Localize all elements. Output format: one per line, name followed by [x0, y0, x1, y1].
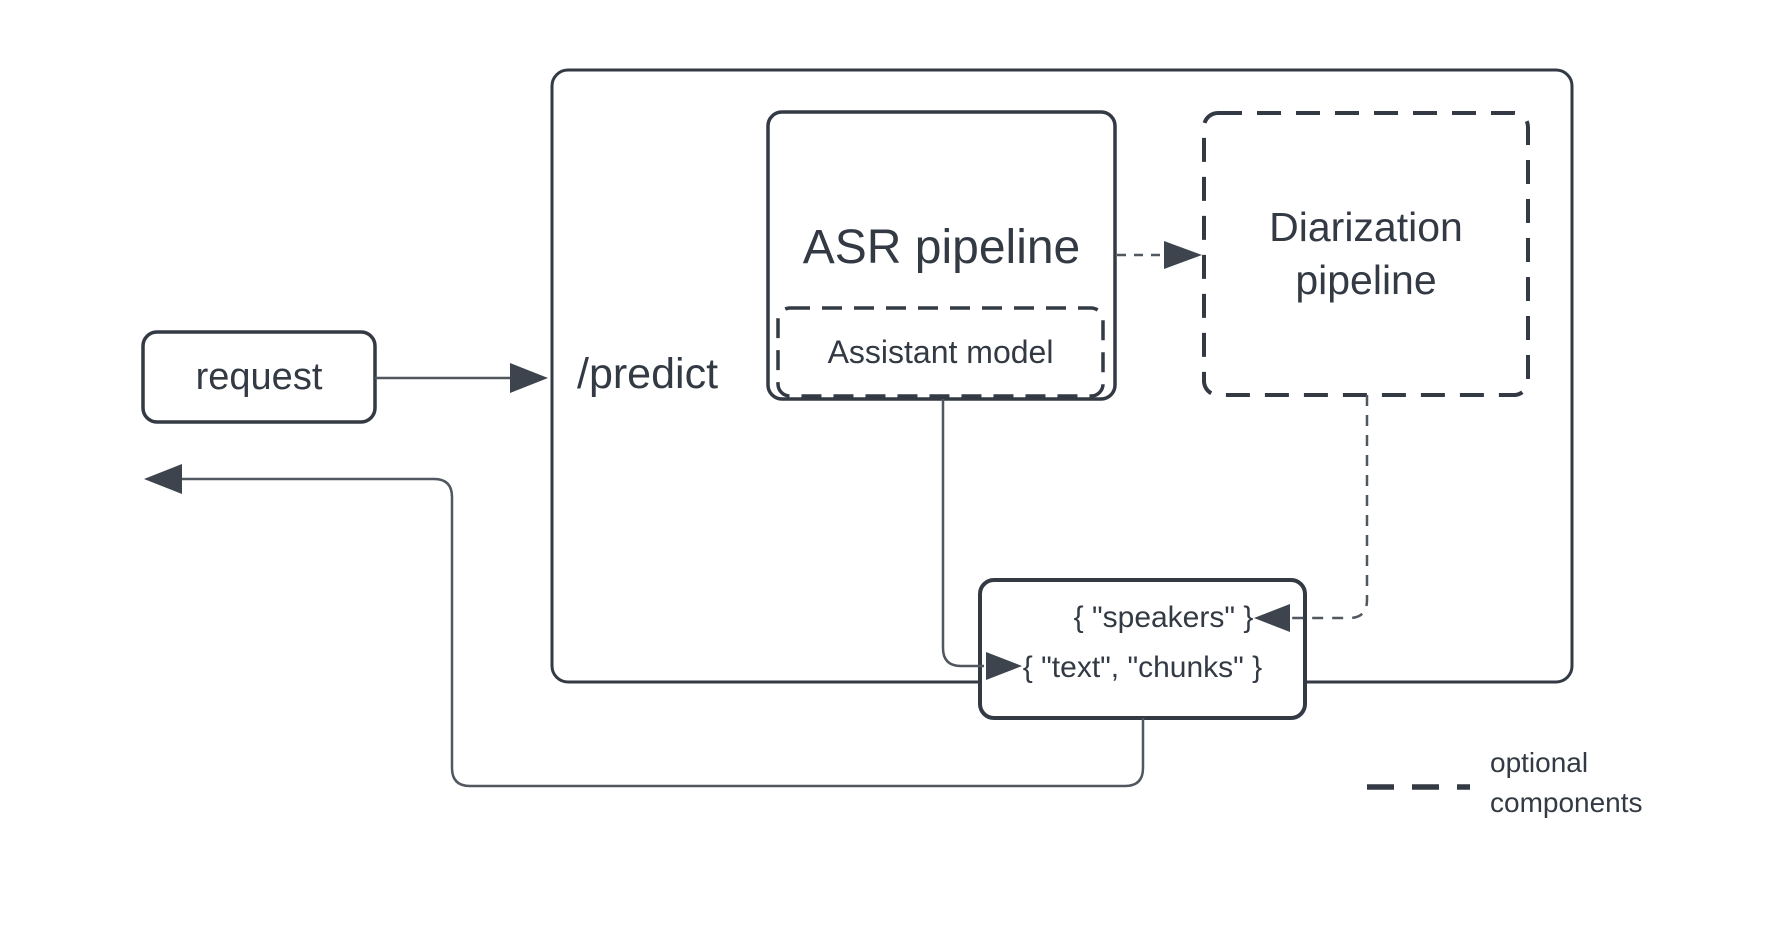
output-speakers-label: { "speakers" } — [1073, 601, 1254, 634]
output-text-chunks-label: { "text", "chunks" } — [1022, 651, 1263, 684]
asr-to-output-line — [941, 399, 984, 668]
asr-to-diarization-arrowhead-icon — [1164, 241, 1202, 269]
asr-pipeline-label: ASR pipeline — [802, 220, 1081, 274]
diarization-pipeline-label: Diarization pipeline — [1269, 204, 1463, 303]
output-label-group: { "speakers" } { "text", "chunks" } — [980, 580, 1305, 706]
legend-optional-components-label: optional components — [1490, 747, 1643, 818]
assistant-model-label: Assistant model — [827, 333, 1054, 370]
request-label: request — [195, 355, 323, 398]
predict-label: /predict — [577, 350, 719, 398]
output-return-arrowhead-icon — [144, 464, 182, 494]
request-to-predict-arrowhead-icon — [510, 363, 548, 393]
